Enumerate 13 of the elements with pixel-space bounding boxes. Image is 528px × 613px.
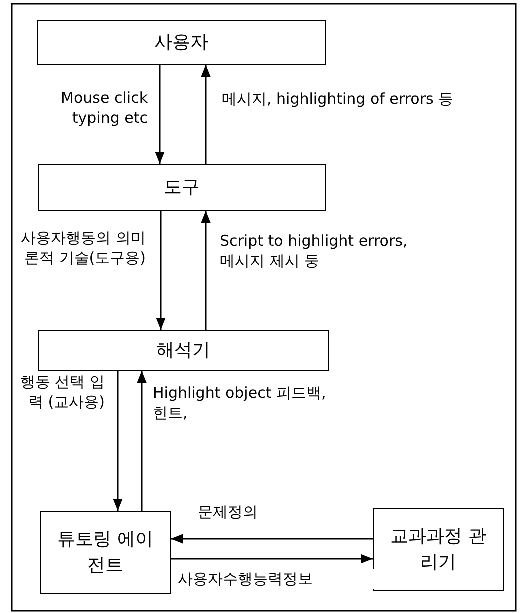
arrow xyxy=(171,534,373,544)
process-box: 해석기 xyxy=(38,330,329,371)
process-box: 교과과정 관리기 xyxy=(373,508,504,591)
arrow xyxy=(156,211,166,330)
arrow xyxy=(201,211,211,330)
arrow xyxy=(137,371,147,511)
process-box: 사용자 xyxy=(37,20,326,65)
arrow xyxy=(171,554,373,564)
arrow xyxy=(155,65,165,164)
process-box: 도구 xyxy=(38,164,326,211)
arrow xyxy=(113,371,123,511)
process-box: 튜토링 에이전트 xyxy=(40,511,171,594)
arrow xyxy=(201,65,211,164)
